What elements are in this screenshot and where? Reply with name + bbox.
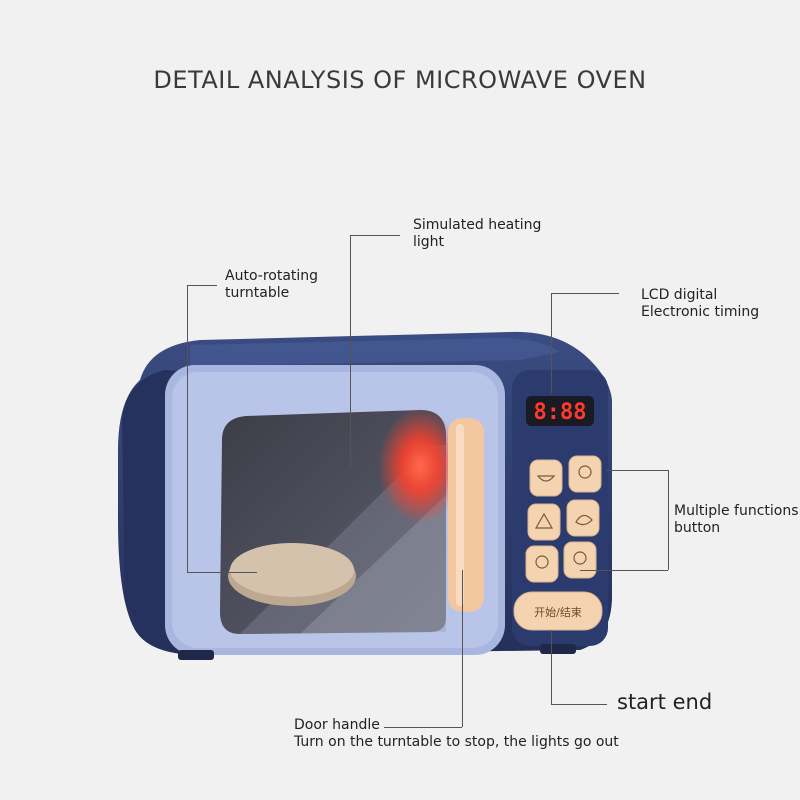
callout-functions: Multiple functions button [674,503,799,537]
callout-heating-light: Simulated heating light [413,217,541,251]
callout-lcd: LCD digital Electronic timing [641,287,759,321]
leader-turntable-h2 [187,572,257,573]
leader-turntable-h [187,285,217,286]
bowl-icon [536,475,556,482]
callout-heating-light-line2: light [413,234,445,250]
leader-handle-v [462,570,463,727]
start-end-button-label: 开始/结束 [534,605,582,619]
function-button[interactable] [529,459,563,497]
leader-heating-v [350,235,351,467]
callout-turntable-line2: turntable [225,285,290,301]
leader-turntable-v [187,285,188,573]
leader-start-v [551,630,552,704]
callout-door-handle-line2: Turn on the turntable to stop, the light… [294,734,619,750]
door-handle [448,418,484,612]
callout-lcd-line2: Electronic timing [641,304,760,320]
callout-functions-line2: button [674,520,721,536]
chicken-icon [575,514,593,526]
leader-start-h [551,704,607,705]
callout-turntable-line1: Auto-rotating [225,268,319,284]
start-end-button[interactable] [513,591,603,631]
callout-door-handle: Door handle Turn on the turntable to sto… [294,717,619,751]
function-button[interactable] [527,503,561,541]
callout-functions-line1: Multiple functions [674,503,799,519]
function-button[interactable] [568,455,602,493]
callout-heating-light-line1: Simulated heating [413,217,542,233]
function-button[interactable] [525,545,559,583]
leader-functions-v [668,470,669,570]
leader-lcd-v [551,293,552,393]
clock-icon [573,551,587,565]
leader-handle-h [384,727,462,728]
leader-heating-h [350,235,400,236]
page-title: DETAIL ANALYSIS OF MICROWAVE OVEN [153,66,647,94]
callout-turntable: Auto-rotating turntable [225,268,318,302]
pizza-icon [534,512,554,529]
leader-lcd-h [551,293,619,294]
leader-functions-bottom [580,570,668,571]
function-button[interactable] [563,541,597,579]
clock-icon [535,555,549,569]
function-buttons [525,455,602,583]
callout-start-end: start end [617,690,713,714]
lcd-display-frame [526,396,594,426]
heating-light [378,408,462,524]
function-button[interactable] [566,499,600,537]
bowl-icon [578,465,592,479]
callout-door-handle-line1: Door handle [294,717,380,733]
lcd-display: 8:88 [534,400,587,425]
leader-functions-top [606,470,668,471]
callout-lcd-line1: LCD digital [641,287,718,303]
